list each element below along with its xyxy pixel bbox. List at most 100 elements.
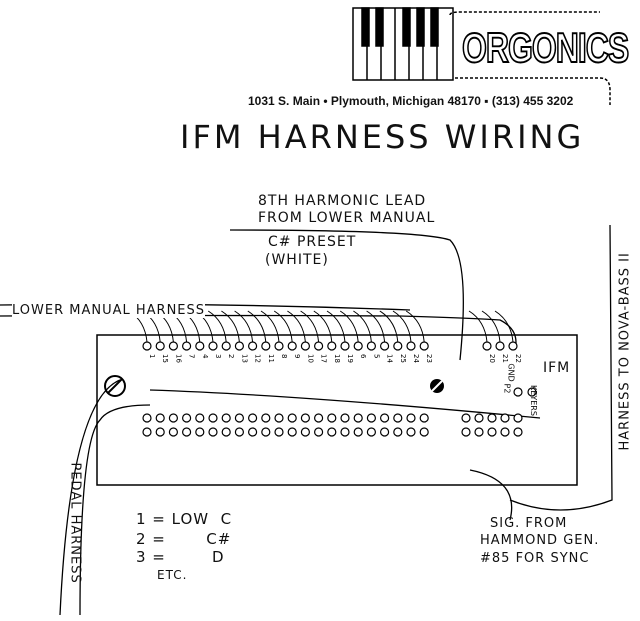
- pin-terminal: [221, 341, 231, 351]
- pin-terminal: [261, 341, 271, 351]
- pin-terminal: [274, 427, 284, 437]
- pin: [155, 427, 165, 437]
- pin-label: 23: [425, 354, 433, 363]
- pin-terminal: [513, 387, 523, 397]
- pin: [513, 387, 523, 397]
- legend-row: 1 = LOW C: [136, 510, 233, 528]
- pin: 1: [128, 310, 156, 358]
- wire: [221, 310, 240, 343]
- pin: [500, 427, 510, 437]
- pin: [274, 413, 284, 423]
- pin: [287, 413, 297, 423]
- pin-terminal: [406, 427, 416, 437]
- pin-terminal: [366, 413, 376, 423]
- pin: [474, 427, 484, 437]
- pin-terminal: [461, 427, 471, 437]
- pin: [419, 427, 429, 437]
- pin: [380, 427, 390, 437]
- pin: [340, 427, 350, 437]
- pin-label: 7: [188, 354, 196, 358]
- pin-terminal: [380, 427, 390, 437]
- pin-label: 22: [514, 354, 522, 363]
- pin-label: 12: [254, 354, 262, 363]
- pin-terminal: [142, 341, 152, 351]
- pin-terminal: [474, 413, 484, 423]
- pin-terminal: [155, 341, 165, 351]
- pin: 11: [247, 310, 275, 363]
- pin: [234, 427, 244, 437]
- pin: 24: [392, 310, 420, 363]
- pin-terminal: [221, 427, 231, 437]
- ifm-board: [96, 334, 578, 486]
- pin-label: 18: [333, 354, 341, 363]
- pin-label: 15: [161, 354, 169, 363]
- pin: [142, 427, 152, 437]
- pin: [513, 427, 523, 437]
- logo-keyboard-icon: [352, 7, 611, 105]
- pin: [182, 427, 192, 437]
- pin-terminal: [353, 427, 363, 437]
- eighth-harmonic-label: 8TH HARMONIC LEAD: [258, 193, 427, 209]
- address: 1031 S. Main: [248, 94, 321, 108]
- legend-row: 3 = D: [136, 548, 225, 566]
- wire: [247, 310, 267, 343]
- pin-label: 21: [501, 354, 509, 363]
- pin: 18: [313, 310, 341, 363]
- pin: 25: [379, 310, 407, 363]
- pin: [461, 427, 471, 437]
- pin: [393, 413, 403, 423]
- pin: 9: [273, 310, 301, 358]
- pin: [300, 427, 310, 437]
- pin: 20: [468, 310, 496, 363]
- sig-label-3: #85 FOR SYNC: [480, 551, 590, 566]
- pin: [487, 413, 497, 423]
- page-title: IFM HARNESS WIRING: [180, 118, 585, 156]
- pin-terminal: [380, 341, 390, 351]
- mounting-screw-icon: [430, 379, 444, 393]
- pin-label: 8: [280, 354, 288, 358]
- pin-terminal: [406, 413, 416, 423]
- pin: [500, 413, 510, 423]
- pin-terminal: [168, 341, 178, 351]
- pin-label: 20: [488, 354, 496, 363]
- pin-terminal: [287, 427, 297, 437]
- pin-terminal: [393, 427, 403, 437]
- pin-label: 14: [386, 354, 394, 363]
- pin-terminal: [182, 341, 192, 351]
- pin-terminal: [208, 427, 218, 437]
- preset-label-2: (WHITE): [265, 252, 329, 268]
- pin-terminal: [314, 341, 324, 351]
- pin-terminal: [300, 427, 310, 437]
- pin-terminal: [513, 413, 523, 423]
- pin-terminal: [366, 341, 376, 351]
- pedal-harness-label: PEDAL HARNESS: [67, 462, 83, 584]
- pin-terminal: [248, 413, 258, 423]
- pin-terminal: [195, 341, 205, 351]
- pin-terminal: [419, 427, 429, 437]
- pin: [195, 413, 205, 423]
- pin-terminal: [393, 341, 403, 351]
- pin-label: 11: [267, 354, 275, 363]
- pin-terminal: [234, 427, 244, 437]
- pin: [406, 427, 416, 437]
- gnd-label: GND: [506, 363, 516, 382]
- pin-terminal: [300, 341, 310, 351]
- pin: 23: [405, 310, 433, 363]
- pin-terminal: [487, 427, 497, 437]
- wire: [339, 310, 359, 343]
- pin-terminal: [195, 427, 205, 437]
- p2-label: P2: [502, 383, 512, 394]
- pin-label: 16: [174, 354, 182, 363]
- pin: [314, 427, 324, 437]
- pin-terminal: [340, 341, 350, 351]
- pin-label: 2: [227, 354, 235, 358]
- wire: [207, 310, 227, 343]
- pin-terminal: [195, 413, 205, 423]
- pin-terminal: [168, 427, 178, 437]
- pin-terminal: [353, 413, 363, 423]
- legend-row: ETC.: [157, 568, 188, 582]
- pin-terminal: [327, 427, 337, 437]
- pin-terminal: [274, 341, 284, 351]
